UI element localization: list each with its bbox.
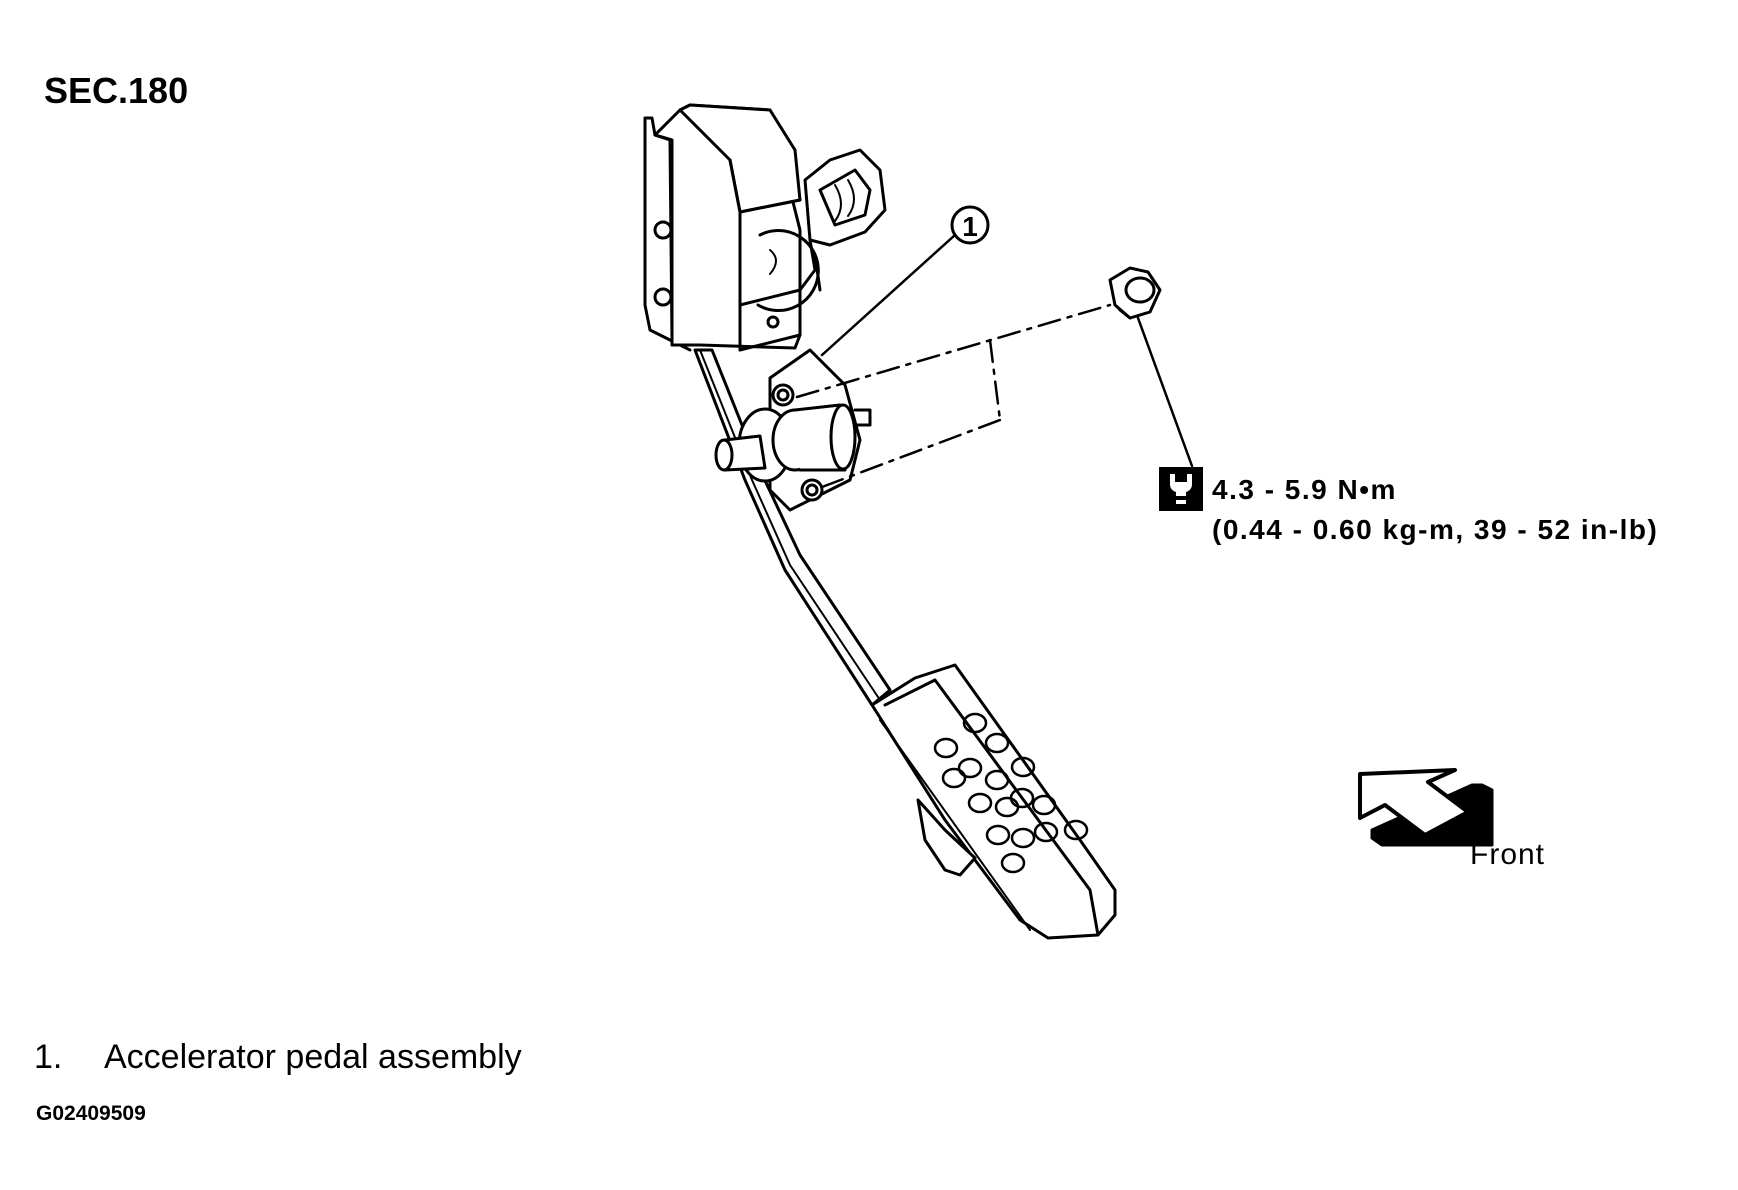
torque-value-metric: 4.3 - 5.9 N•m xyxy=(1212,474,1397,505)
callout-number: 1 xyxy=(962,211,978,242)
front-arrow-icon xyxy=(1358,768,1494,847)
torque-value-alternate: (0.44 - 0.60 kg-m, 39 - 52 in-lb) xyxy=(1212,514,1659,545)
pedal-sensor-housing xyxy=(643,103,820,352)
front-label: Front xyxy=(1470,838,1546,871)
section-code: SEC.180 xyxy=(44,70,189,111)
assembly-lines xyxy=(795,303,1112,489)
legend-item: 1. Accelerator pedal assembly xyxy=(34,1038,522,1077)
torque-text: 4.3 - 5.9 N•m (0.44 - 0.60 kg-m, 39 - 52… xyxy=(1212,470,1658,550)
legend-number: 1. xyxy=(34,1038,63,1076)
pedal-pivot xyxy=(714,348,872,512)
legend-text: Accelerator pedal assembly xyxy=(104,1038,522,1076)
sensor-connector xyxy=(803,148,887,292)
mounting-nut xyxy=(1108,266,1162,320)
callout-leader-line xyxy=(820,233,957,357)
figure-code: G02409509 xyxy=(36,1102,146,1125)
pedal-pad xyxy=(870,663,1117,940)
torque-leader-line xyxy=(1136,316,1194,468)
torque-wrench-icon xyxy=(1159,467,1203,511)
callout-marker: 1 xyxy=(950,205,990,245)
